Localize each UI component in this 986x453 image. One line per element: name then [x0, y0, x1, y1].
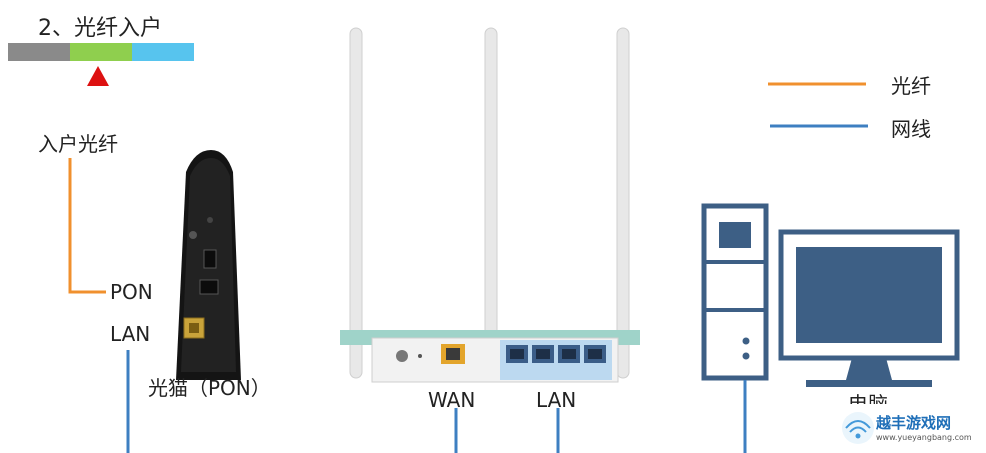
watermark-logo	[842, 412, 874, 444]
wireless-router	[340, 27, 640, 383]
current-step-marker	[87, 66, 109, 86]
optical-modem	[176, 150, 241, 380]
desktop-computer	[701, 203, 960, 387]
fiber-line	[68, 158, 106, 294]
step-segment-2	[70, 43, 132, 61]
watermark-url: www.yueyangbang.com	[876, 433, 972, 442]
computer-label: 电脑	[848, 392, 888, 404]
router-lan-label: LAN	[536, 388, 577, 412]
page-title: 2、光纤入户	[38, 16, 162, 41]
legend-ethernet-label: 网线	[891, 117, 931, 141]
step-segment-1	[8, 43, 70, 61]
router-wan-label: WAN	[428, 388, 476, 412]
incoming-fiber-label: 入户光纤	[38, 132, 118, 156]
watermark: 越丰游戏网 www.yueyangbang.com	[876, 412, 982, 442]
modem-name-label: 光猫（PON）	[148, 376, 271, 400]
watermark-title: 越丰游戏网	[876, 414, 952, 432]
step-progress-bar	[8, 43, 194, 61]
step-segment-3	[132, 43, 194, 61]
modem-lan-label: LAN	[110, 322, 151, 346]
pon-port-label: PON	[110, 280, 153, 304]
legend-fiber-label: 光纤	[891, 74, 931, 98]
